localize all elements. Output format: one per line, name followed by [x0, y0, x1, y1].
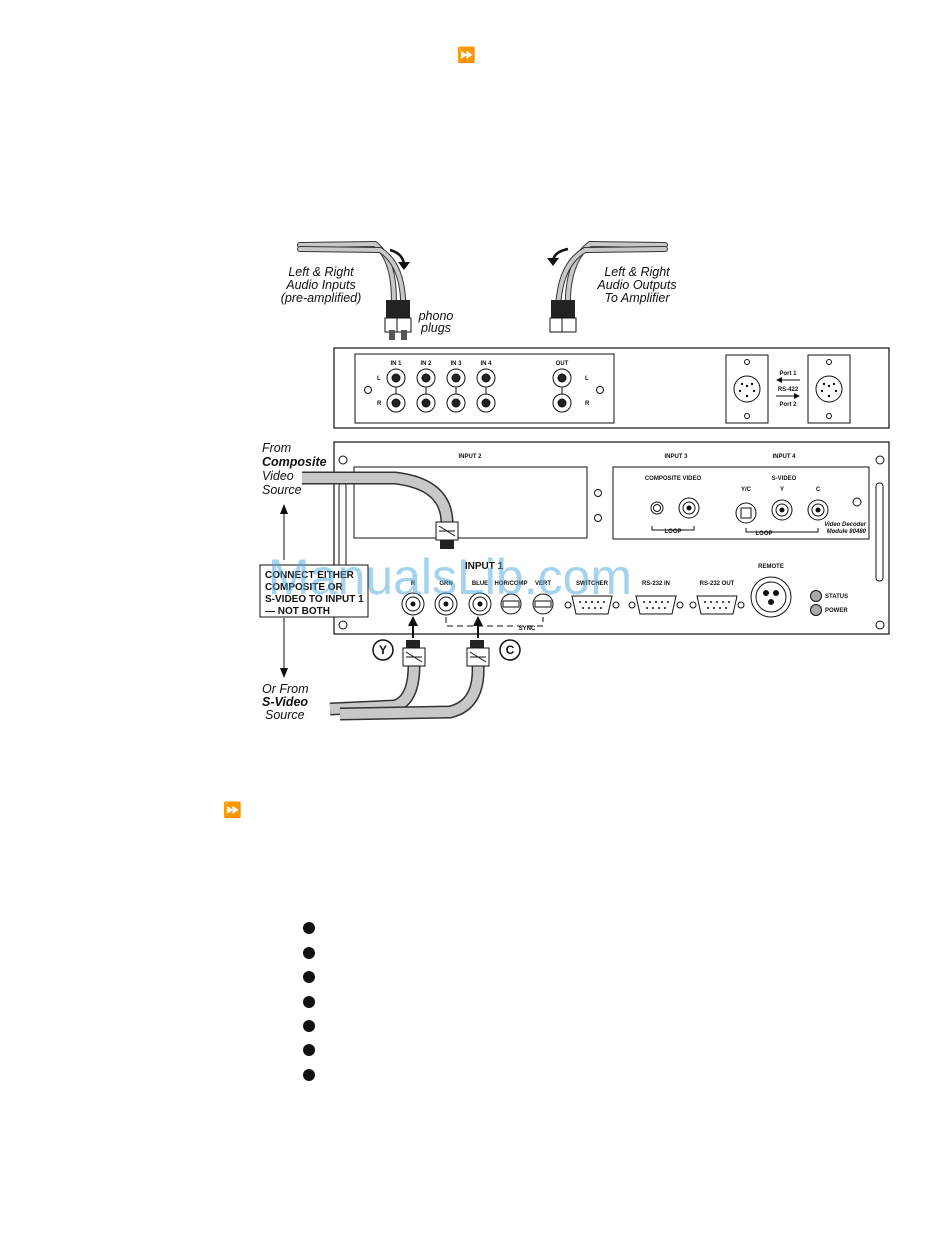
fast-forward-icon: ⏩ [223, 801, 242, 819]
input1-label: INPUT 1 [465, 561, 504, 572]
out-label: OUT [556, 361, 569, 367]
module-label-1: Video Decoder [824, 522, 866, 528]
warning-line-1: CONNECT EITHER [265, 570, 355, 581]
remote-connector [750, 576, 792, 618]
fast-forward-icon: ⏩ [457, 46, 476, 64]
svideo-source-bold: S-Video [262, 695, 308, 709]
rs232-out-label: RS-232 OUT [700, 581, 735, 587]
y-label: Y [780, 487, 784, 493]
arrow-up-icon [473, 616, 483, 626]
in2-label: IN 2 [420, 361, 432, 367]
in3-label: IN 3 [450, 361, 462, 367]
list-bullet [303, 996, 315, 1008]
port1-label: Port 1 [779, 371, 797, 377]
d-sub-connectors [564, 595, 745, 615]
loop-label-2: LOOP [755, 531, 772, 537]
rs422-port-1 [725, 354, 769, 424]
status-label: STATUS [825, 594, 848, 600]
composite-video-cable [302, 471, 454, 526]
input4-connectors [735, 499, 829, 524]
rs232-in-label: RS-232 IN [642, 581, 670, 587]
yc-label: Y/C [741, 487, 752, 493]
in1-label: IN 1 [390, 361, 402, 367]
left-label: L [377, 376, 381, 382]
audio-output-label-2: Audio Outputs [596, 278, 676, 292]
audio-panel [333, 347, 890, 429]
phono-plugs-out [549, 300, 577, 333]
phono-label-1: phono [418, 309, 454, 323]
warning-box [259, 564, 369, 618]
rs422-label: RS-422 [778, 387, 799, 393]
composite-source-line4: Source [262, 483, 302, 497]
composite-source-bold: Composite [262, 455, 327, 469]
input1-bnc-connectors [401, 592, 554, 616]
svideo-label: S-VIDEO [772, 476, 797, 482]
audio-input-label-3: (pre-amplified) [281, 291, 362, 305]
out-left-label: L [585, 376, 589, 382]
phono-label-2: plugs [420, 321, 451, 335]
loop-label-1: LOOP [664, 529, 681, 535]
remote-label: REMOTE [758, 564, 784, 570]
bnc-label-vert: VERT [535, 581, 551, 587]
module-label-2: Module 80480 [827, 529, 867, 535]
rs422-port-2 [807, 354, 851, 424]
warning-line-2: COMPOSITE OR [265, 582, 344, 593]
power-label: POWER [825, 608, 848, 614]
composite-source-line3: Video [262, 469, 294, 483]
list-bullet [303, 947, 315, 959]
warning-line-3: S-VIDEO TO INPUT 1 [265, 594, 364, 605]
audio-jacks [386, 368, 572, 413]
list-bullet [303, 1020, 315, 1032]
input4-label: INPUT 4 [772, 454, 796, 460]
switcher-label: SWITCHER [576, 581, 609, 587]
svideo-source-from: Or From [262, 682, 309, 696]
list-bullet [303, 1069, 315, 1081]
c-label: C [816, 487, 821, 493]
right-label: R [377, 401, 382, 407]
svideo-source-line3: Source [265, 708, 305, 722]
bnc-plug-y [402, 640, 426, 667]
audio-output-label-1: Left & Right [604, 265, 670, 279]
input2-label: INPUT 2 [458, 454, 482, 460]
c-marker: C [506, 643, 515, 657]
composite-video-label: COMPOSITE VIDEO [645, 476, 702, 482]
list-bullet [303, 1044, 315, 1056]
watermark: ManualsLib.com [268, 549, 632, 605]
audio-output-label-3: To Amplifier [604, 291, 670, 305]
power-led [810, 604, 822, 616]
arrow-up-icon [408, 616, 418, 626]
out-right-label: R [585, 401, 590, 407]
composite-source-from: From [262, 441, 291, 455]
audio-input-label-2: Audio Inputs [285, 278, 356, 292]
warning-line-4: — NOT BOTH [265, 606, 330, 617]
audio-input-label-1: Left & Right [288, 265, 354, 279]
input3-label: INPUT 3 [664, 454, 688, 460]
y-marker: Y [379, 643, 387, 657]
phono-plugs-in [384, 300, 412, 340]
list-bullet [303, 922, 315, 934]
bnc-label-r: R [411, 581, 416, 587]
bnc-label-grn: GRN [439, 581, 452, 587]
bnc-label-hor: HOR/COMP [495, 581, 528, 587]
bnc-plug-c [466, 640, 490, 667]
svideo-cables [329, 664, 485, 721]
in4-label: IN 4 [480, 361, 492, 367]
bnc-label-blue: BLUE [472, 581, 488, 587]
list-bullet [303, 971, 315, 983]
audio-subpanel [354, 353, 615, 424]
port2-label: Port 2 [779, 402, 797, 408]
input3-connectors [650, 497, 700, 519]
status-led [810, 590, 822, 602]
bnc-plug-composite [435, 521, 459, 549]
connection-diagram: Left & Right Audio Inputs (pre-amplified… [259, 240, 890, 722]
sync-label: SYNC [519, 626, 536, 632]
